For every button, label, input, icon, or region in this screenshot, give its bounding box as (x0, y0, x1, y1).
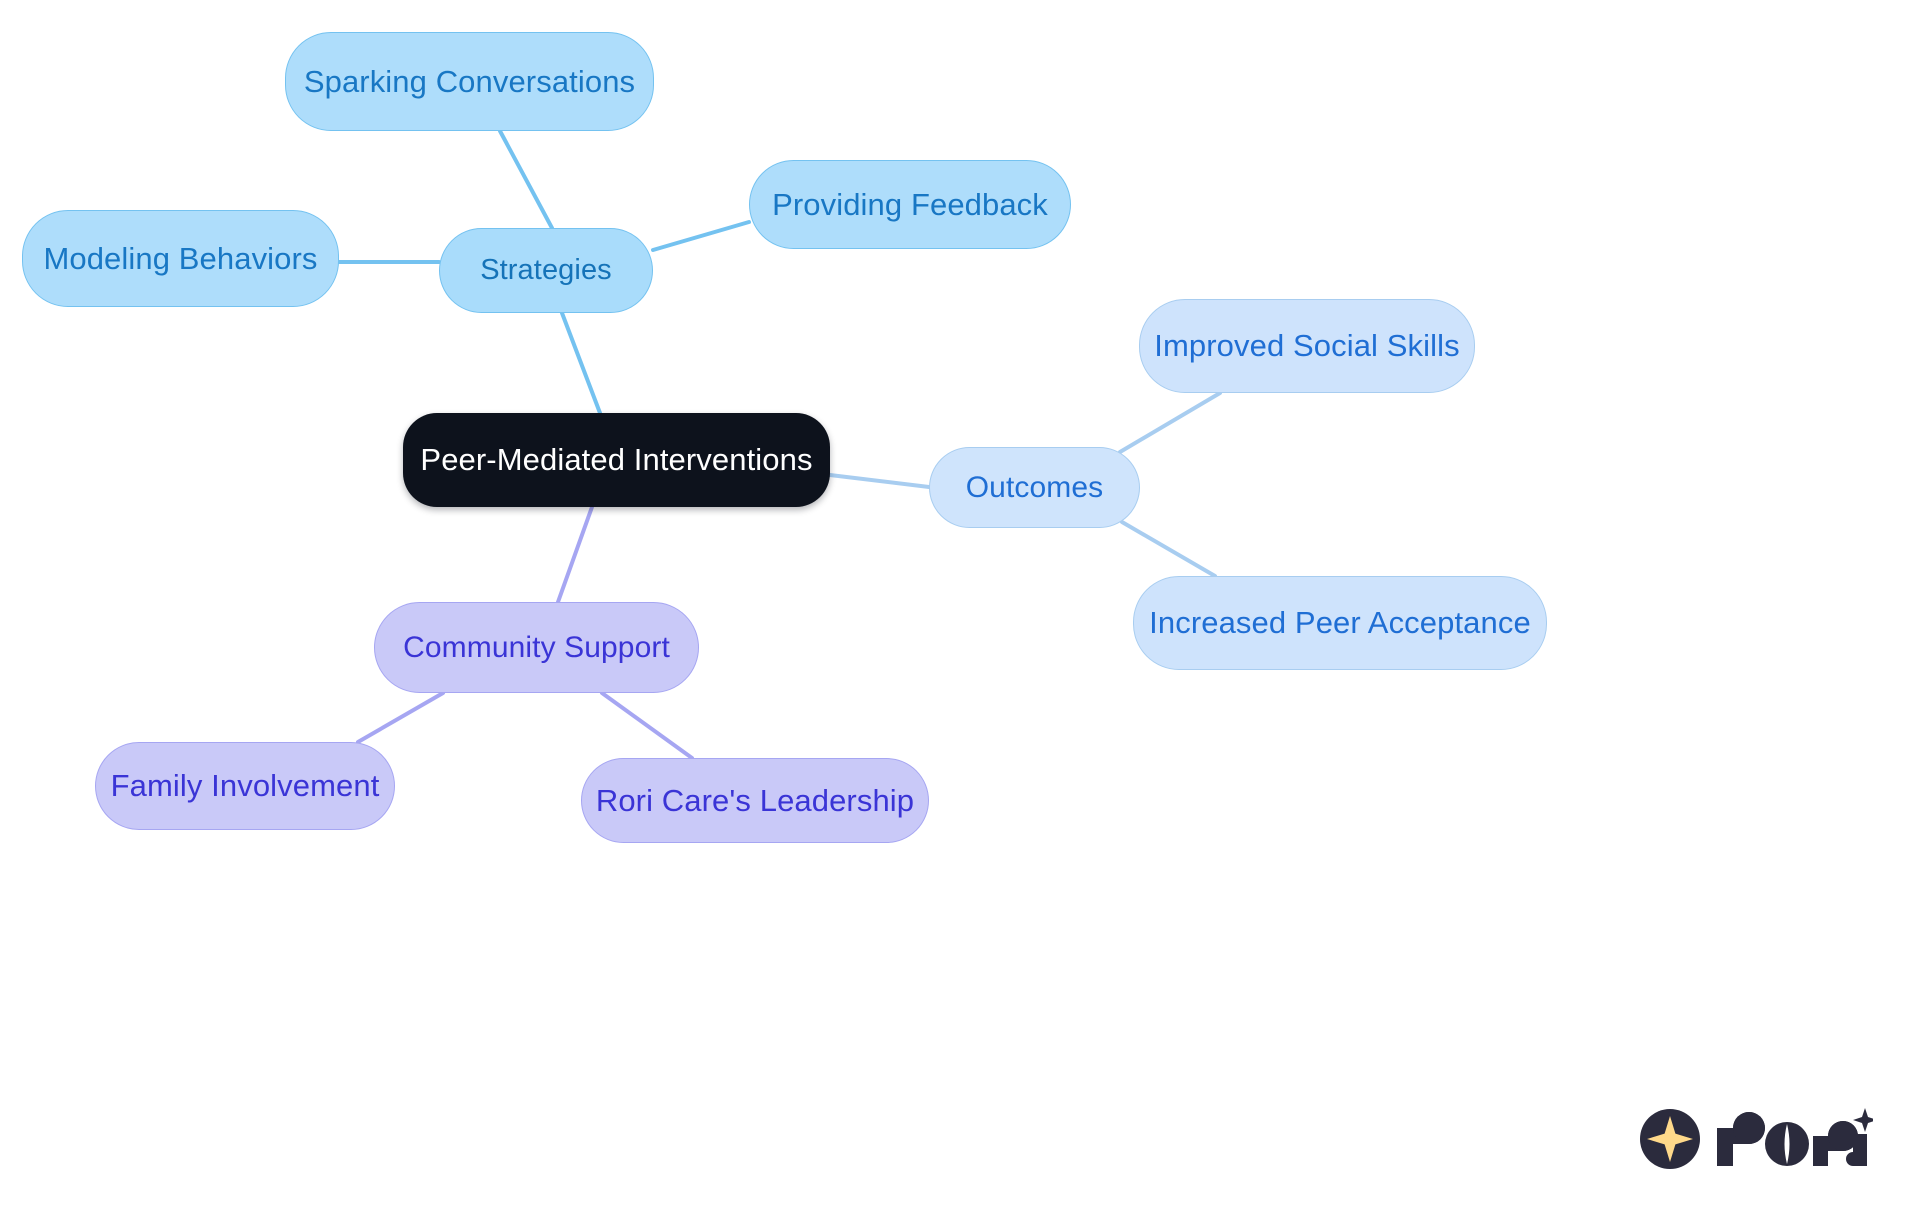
mindmap-leaf-providing-feedback[interactable]: Providing Feedback (749, 160, 1071, 249)
mindmap-branch-outcomes[interactable]: Outcomes (929, 447, 1140, 528)
mindmap-branch-strategies-label: Strategies (480, 254, 612, 287)
mindmap-edge-root-to-outcomes (828, 473, 931, 489)
mindmap-leaf-modeling-behaviors[interactable]: Modeling Behaviors (22, 210, 339, 307)
mindmap-leaf-sparking-conversations-label: Sparking Conversations (303, 63, 636, 99)
mindmap-leaf-rori-cares-leadership-label: Rori Care's Leadership (595, 782, 915, 818)
mindmap-edge-root-to-community-support (556, 505, 594, 604)
mindmap-leaf-sparking-conversations[interactable]: Sparking Conversations (285, 32, 654, 131)
mindmap-edge-strategies-to-sparking-conversations (498, 129, 554, 230)
mindmap-edge-outcomes-to-increased-peer-acceptance (1120, 520, 1217, 578)
mindmap-edge-strategies-to-providing-feedback (651, 220, 751, 252)
mindmap-branch-strategies[interactable]: Strategies (439, 228, 653, 313)
mindmap-leaf-modeling-behaviors-label: Modeling Behaviors (43, 240, 318, 276)
rori-wordmark-icon (1715, 1108, 1873, 1170)
mindmap-leaf-rori-cares-leadership[interactable]: Rori Care's Leadership (581, 758, 929, 843)
mindmap-edge-root-to-strategies (560, 311, 602, 415)
mindmap-leaf-improved-social-skills[interactable]: Improved Social Skills (1139, 299, 1475, 393)
mindmap-branch-community-support[interactable]: Community Support (374, 602, 699, 693)
mindmap-edge-community-support-to-rori-cares-leadership (600, 691, 694, 760)
mindmap-branch-community-support-label: Community Support (403, 630, 670, 664)
mindmap-branch-outcomes-label: Outcomes (965, 470, 1104, 504)
mindmap-root-label: Peer-Mediated Interventions (420, 442, 813, 478)
rori-star-badge-icon (1639, 1108, 1701, 1170)
mindmap-leaf-family-involvement-label: Family Involvement (110, 768, 380, 804)
mindmap-edge-outcomes-to-improved-social-skills (1118, 391, 1222, 454)
rori-logo (1639, 1108, 1873, 1170)
mindmap-leaf-increased-peer-acceptance[interactable]: Increased Peer Acceptance (1133, 576, 1547, 670)
mindmap-leaf-improved-social-skills-label: Improved Social Skills (1154, 328, 1460, 364)
mindmap-root-node[interactable]: Peer-Mediated Interventions (403, 413, 830, 507)
mindmap-leaf-family-involvement[interactable]: Family Involvement (95, 742, 395, 830)
mindmap-leaf-providing-feedback-label: Providing Feedback (772, 186, 1048, 222)
mindmap-edge-community-support-to-family-involvement (356, 691, 445, 744)
mindmap-leaf-increased-peer-acceptance-label: Increased Peer Acceptance (1149, 605, 1531, 641)
